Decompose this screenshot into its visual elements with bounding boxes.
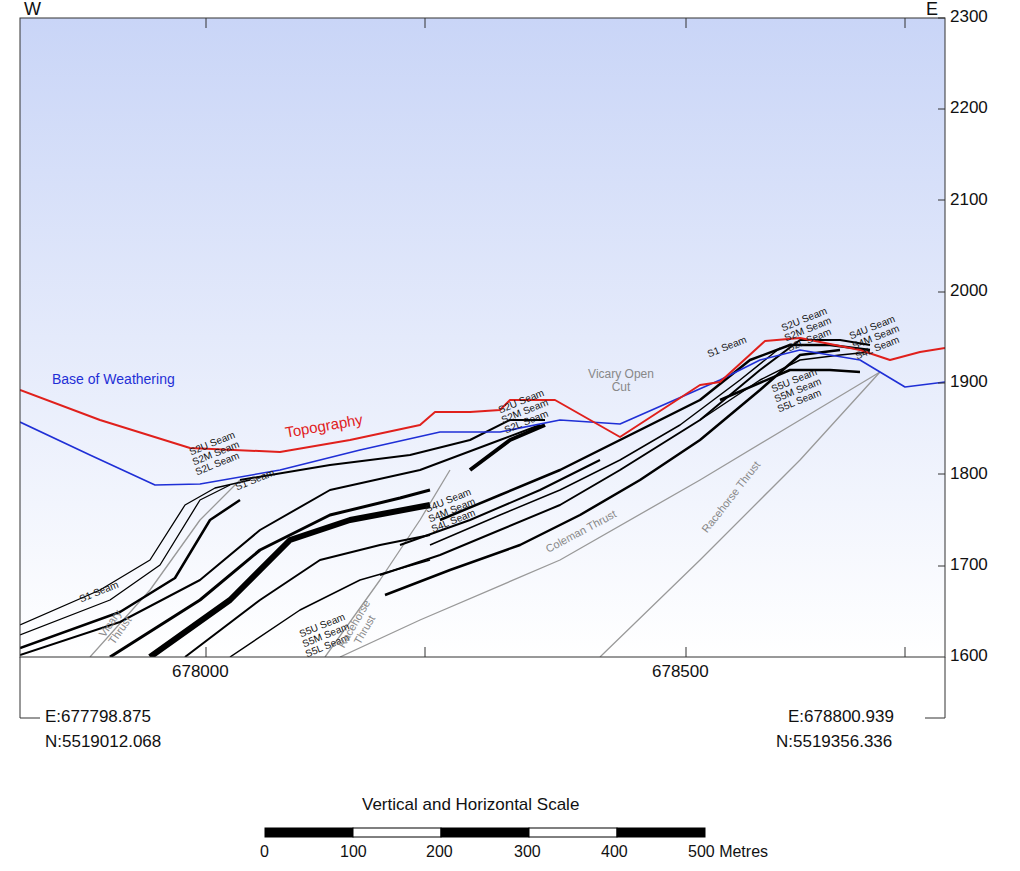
axis-ticks: [20, 18, 945, 718]
scale-value: 100: [340, 844, 367, 861]
elevation-label: 1700: [950, 556, 988, 574]
easting-label: 678000: [172, 663, 229, 681]
elevation-label: 2100: [950, 191, 988, 209]
elevation-label: 2200: [950, 99, 988, 117]
scale-value: 400: [601, 844, 628, 861]
coordinate-label: N:5519012.068: [45, 733, 161, 751]
elevation-label: 1600: [950, 647, 988, 665]
direction-label: W: [24, 0, 41, 19]
elevation-label: 2000: [950, 282, 988, 300]
plot-frame: [20, 18, 945, 657]
base-of-weathering-line: [20, 350, 945, 485]
elevation-label: 1800: [950, 465, 988, 483]
line-label: Base of Weathering: [52, 372, 175, 387]
coordinate-label: E:677798.875: [45, 708, 151, 726]
coordinate-label: E:678800.939: [788, 708, 894, 726]
coal-seams: [20, 340, 870, 657]
pit-label: Vicary Open Cut: [586, 368, 656, 393]
scale-bar: [265, 828, 705, 837]
elevation-label: 2300: [950, 8, 988, 26]
direction-label: E: [926, 0, 938, 19]
scale-value: 500 Metres: [688, 844, 768, 861]
thrust-faults: [90, 372, 880, 657]
plot-ground: [20, 18, 945, 657]
easting-label: 678500: [652, 663, 709, 681]
scale-value: 200: [426, 844, 453, 861]
scale-title: Vertical and Horizontal Scale: [362, 796, 579, 814]
elevation-label: 1900: [950, 373, 988, 391]
coordinate-label: N:5519356.336: [776, 733, 892, 751]
scale-value: 0: [260, 844, 269, 861]
scale-value: 300: [514, 844, 541, 861]
topography-line: [20, 338, 945, 452]
